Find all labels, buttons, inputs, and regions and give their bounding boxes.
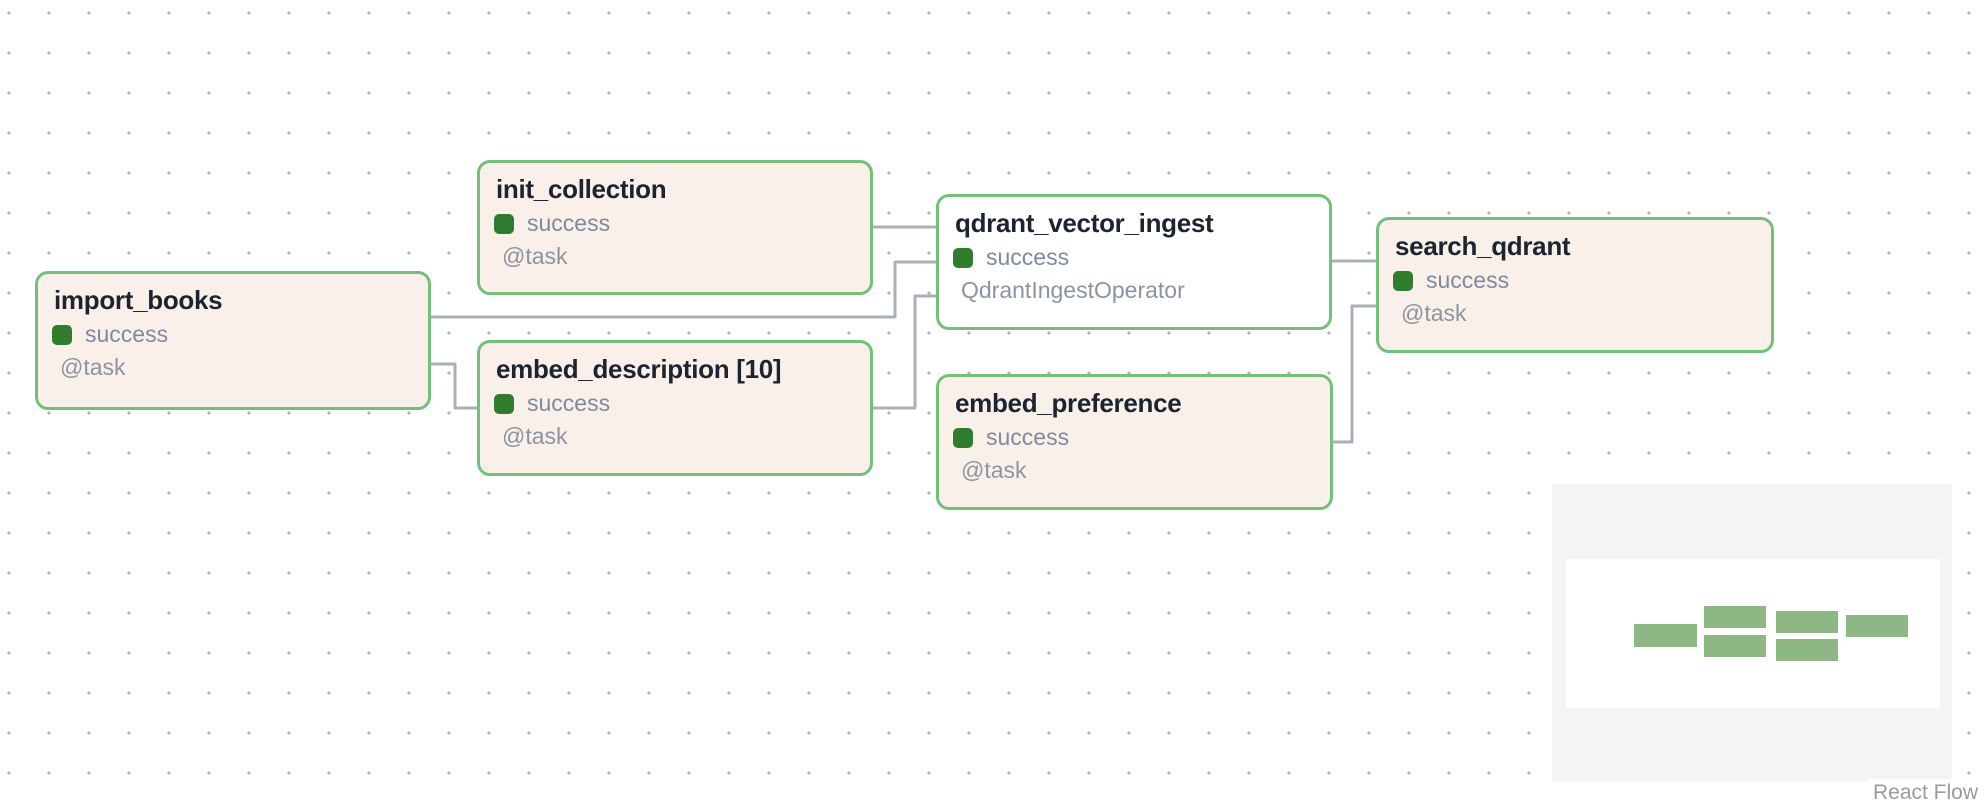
task-operator-label: @task [961, 457, 1027, 484]
status-success-icon [1393, 270, 1413, 291]
minimap-node-import_books [1634, 624, 1697, 647]
edge-import_books-to-embed_description [431, 362, 477, 410]
task-status-row: success [494, 390, 856, 417]
task-status-label: success [986, 244, 1070, 271]
task-status-label: success [986, 424, 1070, 451]
status-success-icon [953, 427, 973, 448]
task-operator-label: @task [1401, 300, 1467, 327]
status-success-icon [953, 247, 973, 268]
task-status-label: success [1426, 267, 1510, 294]
task-status-row: success [494, 210, 856, 237]
status-success-icon [52, 324, 72, 345]
task-status-row: success [1393, 267, 1757, 294]
minimap[interactable] [1552, 484, 1952, 782]
task-operator-label: @task [502, 423, 568, 450]
task-operator-label: @task [60, 354, 126, 381]
edge-embed_preference-to-search_qdrant [1333, 304, 1376, 444]
task-status-label: success [527, 210, 611, 237]
task-status-row: success [52, 321, 414, 348]
minimap-node-init_collection [1704, 606, 1766, 628]
status-success-icon [494, 393, 514, 414]
minimap-node-embed_description [1704, 635, 1766, 657]
task-title: init_collection [496, 174, 667, 204]
task-operator-label: QdrantIngestOperator [961, 277, 1185, 304]
task-operator-label: @task [502, 243, 568, 270]
react-flow-attribution[interactable]: React Flow [1867, 779, 1983, 807]
task-title: import_books [54, 285, 223, 315]
minimap-node-search_qdrant [1846, 615, 1908, 637]
task-status-label: success [85, 321, 169, 348]
task-status-label: success [527, 390, 611, 417]
edge-embed_description-to-qdrant_vector_ingest [873, 294, 936, 410]
task-node-embed_description[interactable]: embed_description [10] success @task [477, 340, 873, 476]
status-success-icon [494, 213, 514, 234]
task-title: embed_preference [955, 388, 1182, 418]
task-title: embed_description [10] [496, 354, 782, 384]
minimap-node-qdrant_vector_ingest [1776, 611, 1838, 633]
task-status-row: success [953, 244, 1315, 271]
task-title: qdrant_vector_ingest [955, 208, 1214, 238]
minimap-node-embed_preference [1776, 639, 1838, 661]
task-title: search_qdrant [1395, 231, 1571, 261]
task-status-row: success [953, 424, 1316, 451]
